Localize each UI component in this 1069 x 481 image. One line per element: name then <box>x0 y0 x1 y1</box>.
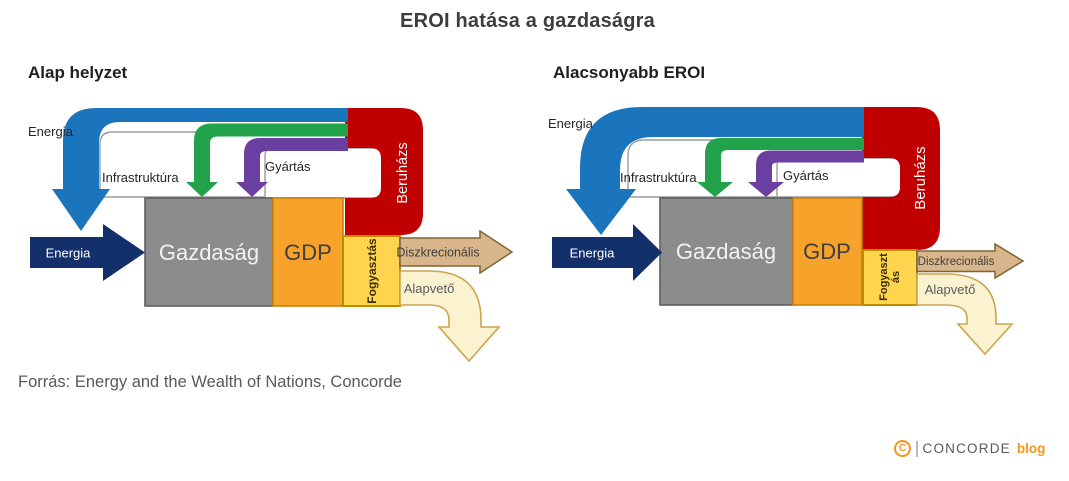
energy-return-band <box>52 108 348 231</box>
economy-box <box>659 197 794 306</box>
economy-label: Gazdaság <box>676 239 776 264</box>
manufacturing-label: Gyártás <box>783 168 829 183</box>
discretionary-arrow <box>399 229 514 275</box>
energy-input-arrow <box>30 224 145 281</box>
source-note: Forrás: Energy and the Wealth of Nations… <box>18 373 402 391</box>
investment-label: Beruházs <box>912 146 929 209</box>
logo-divider <box>916 440 918 457</box>
lower-eroi-diagram-canvas: Energia Infrastruktúra Gyártás Beruházs … <box>548 107 1025 356</box>
logo-suffix-text: blog <box>1016 441 1046 456</box>
discretionary-arrow <box>916 242 1025 280</box>
infrastructure-band <box>186 123 348 197</box>
concorde-blog-logo: C CONCORDE blog <box>894 440 1045 457</box>
investment-label: Beruházs <box>395 142 411 203</box>
investment-band <box>345 108 423 235</box>
base-diagram-canvas: Energia Infrastruktúra Gyártás Beruházs … <box>28 108 514 363</box>
infrastructure-label: Infrastruktúra <box>102 170 179 185</box>
discretionary-label: Diszkrecionális <box>918 256 995 268</box>
gdp-label: GDP <box>803 239 851 264</box>
manufacturing-label: Gyártás <box>265 159 311 174</box>
energy-input-label: Energia <box>46 246 92 261</box>
page-title: EROI hatása a gazdaságra <box>400 10 655 32</box>
manufacturing-band <box>748 150 864 197</box>
gdp-box <box>792 197 863 306</box>
energy-input-arrow <box>552 224 662 281</box>
essential-arrow <box>399 270 501 363</box>
manufacturing-band <box>236 138 348 197</box>
consumption-label-line1: Fogyaszt <box>878 253 890 301</box>
gdp-box <box>272 197 344 307</box>
discretionary-label: Diszkrecionális <box>396 246 479 260</box>
infrastructure-label: Infrastruktúra <box>620 170 697 185</box>
logo-brand-text: CONCORDE <box>922 441 1011 456</box>
economy-box <box>144 197 274 307</box>
infrastructure-band <box>697 138 864 197</box>
economy-label: Gazdaság <box>159 240 259 265</box>
gdp-label: GDP <box>284 240 332 265</box>
essential-label: Alapvető <box>404 281 455 296</box>
consumption-label-line2: ás <box>890 271 902 283</box>
energy-return-band <box>566 107 864 235</box>
investment-band <box>862 107 940 250</box>
consumption-box <box>862 249 918 306</box>
concorde-c-icon: C <box>894 440 911 457</box>
energy-input-label: Energia <box>570 246 616 261</box>
consumption-label: Fogyasztás <box>365 238 379 304</box>
lower-eroi-diagram-heading: Alacsonyabb EROI <box>553 63 706 82</box>
base-diagram-heading: Alap helyzet <box>28 63 128 82</box>
energy-loop-label: Energia <box>548 116 594 131</box>
essential-label: Alapvető <box>925 282 976 297</box>
energy-loop-label: Energia <box>28 124 74 139</box>
essential-arrow <box>916 273 1014 356</box>
